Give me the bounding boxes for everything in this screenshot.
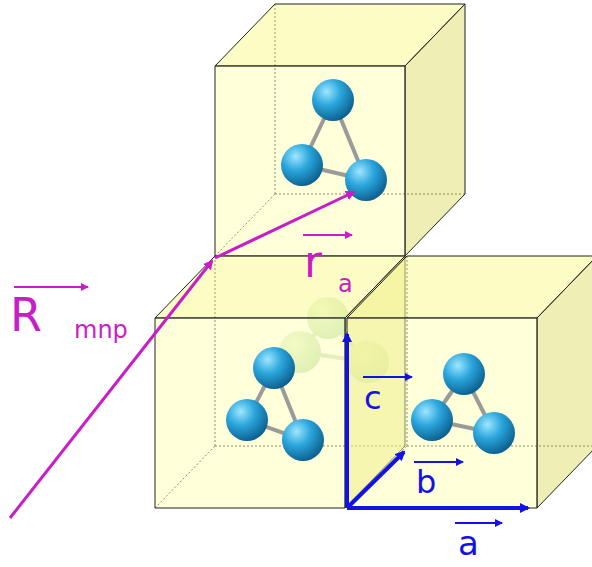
vector-subscript: a [338,272,353,296]
atom [226,399,268,441]
atom [281,144,323,186]
molecule [226,347,324,461]
atom [253,347,295,389]
atom [443,353,485,395]
vector-label: r [304,240,322,284]
cube-front [215,66,405,256]
molecule [281,79,387,201]
cube-side [537,256,592,508]
cube-front [155,318,345,508]
cube-side [405,4,465,256]
molecule [411,353,515,454]
atom [473,412,515,454]
unit-cell [347,256,592,508]
unit-cell [215,4,465,256]
atom [312,79,354,121]
vector-subscript: mnp [74,318,128,342]
vector-label: c [364,382,382,414]
vector-label: a [458,526,479,560]
cube-front [347,318,537,508]
vector-label: R [10,292,42,338]
vector-label: b [416,466,436,498]
atom [282,419,324,461]
atom [411,399,453,441]
